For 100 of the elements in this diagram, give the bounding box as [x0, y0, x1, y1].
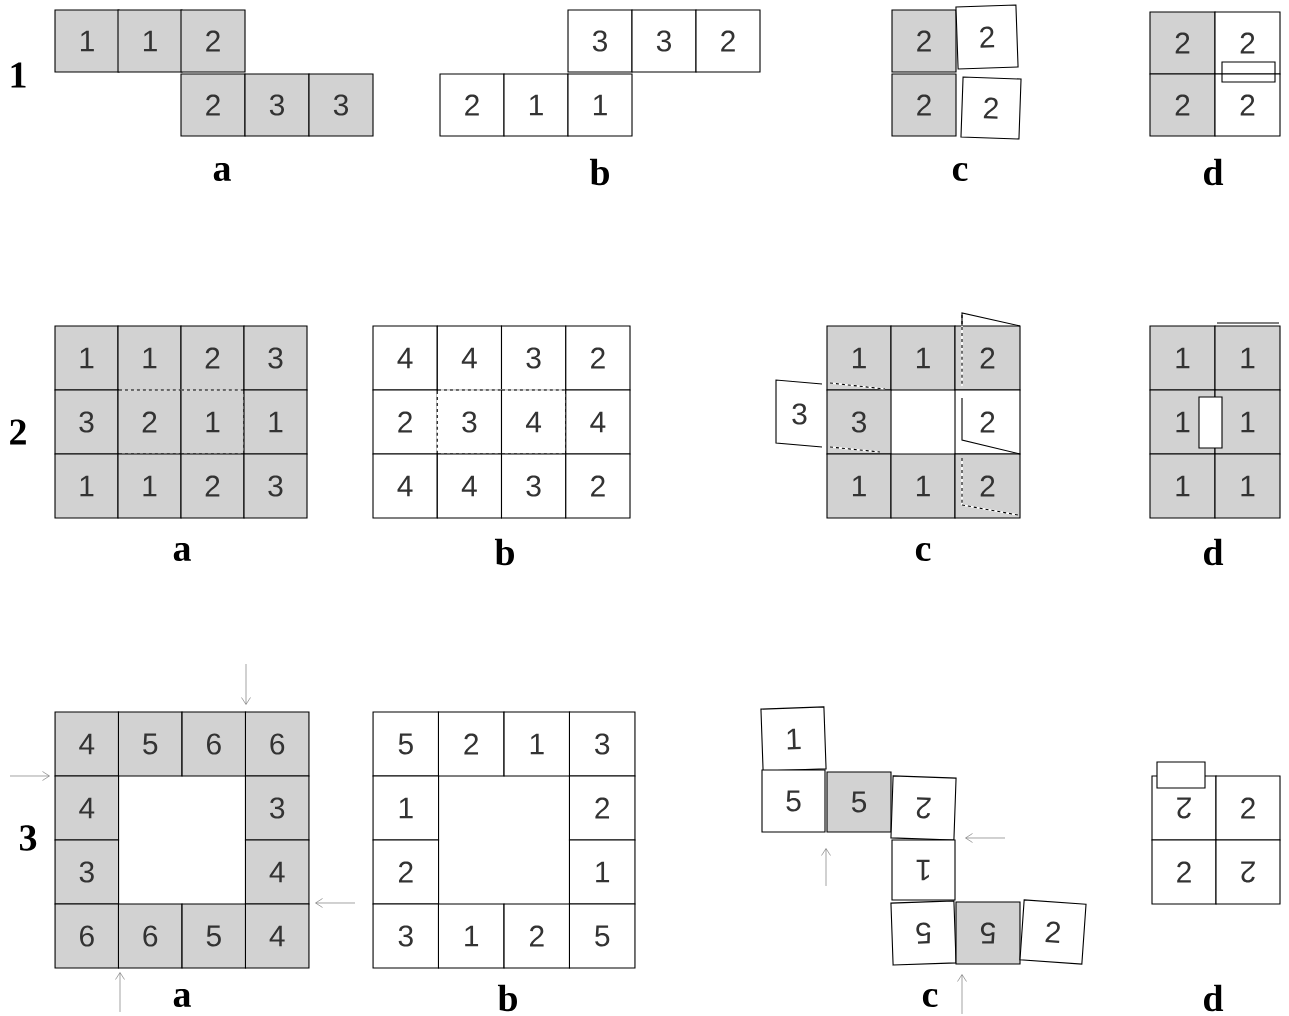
panel-letter: b — [497, 984, 517, 1012]
number-square: 2 — [503, 903, 571, 969]
number-square: 3 — [500, 325, 567, 391]
number-square: 2 — [891, 9, 957, 73]
number-square: 1 — [503, 711, 571, 777]
number-square: 2 — [1214, 11, 1281, 75]
number-square: 3 — [631, 9, 697, 73]
number-square: 4 — [565, 389, 631, 455]
number-square: 2 — [568, 775, 636, 841]
number-square: 1 — [826, 453, 892, 519]
number-square: 1 — [1214, 322, 1281, 391]
number-square: 1 — [54, 325, 119, 391]
number-square: 1 — [117, 325, 182, 391]
number-square: 3 — [243, 325, 308, 391]
number-square: 6 — [244, 711, 310, 777]
panel-letter: c — [922, 988, 938, 1008]
number-square: 3 — [244, 775, 310, 841]
number-square: 2 — [437, 711, 505, 777]
number-square: 1 — [503, 73, 569, 137]
panel-letter: b — [494, 538, 514, 566]
panel-letter: a — [213, 162, 231, 182]
panel-letter: c — [915, 542, 931, 562]
number-square: 2 — [954, 325, 1021, 391]
number-square: 1 — [243, 389, 308, 455]
panel-letter: a — [173, 542, 191, 562]
number-square: 2 — [890, 775, 957, 841]
number-square: 5 — [181, 903, 247, 969]
number-square: 2 — [117, 389, 182, 455]
number-square: 6 — [181, 711, 247, 777]
number-square: 2 — [1214, 73, 1281, 137]
number-square: 2 — [372, 389, 438, 455]
number-square: 4 — [54, 711, 120, 777]
number-square: 1 — [180, 389, 245, 455]
number-square: 2 — [372, 839, 440, 905]
row-number: 2 — [10, 419, 26, 445]
number-square: 5 — [568, 903, 636, 969]
row-number: 1 — [11, 62, 26, 88]
number-square: 3 — [568, 711, 636, 777]
number-square: 1 — [54, 453, 119, 519]
number-square: 1 — [1149, 453, 1216, 519]
number-square: 3 — [826, 389, 892, 455]
row-number: 3 — [19, 825, 37, 851]
number-square: 5 — [826, 771, 892, 833]
number-square: 1 — [760, 706, 827, 772]
number-square: 4 — [54, 775, 120, 841]
number-square: 3 — [54, 839, 120, 905]
number-square: 2 — [955, 4, 1019, 70]
panel-letter: d — [1204, 158, 1224, 186]
number-square: 2 — [180, 453, 245, 519]
number-square: 1 — [1149, 325, 1216, 391]
number-square: 4 — [244, 839, 310, 905]
number-square: 2 — [1149, 11, 1216, 75]
panel-letter: b — [589, 158, 609, 186]
number-square: 1 — [117, 9, 183, 73]
number-square: 2 — [1215, 775, 1281, 841]
number-square: 1 — [891, 839, 956, 901]
number-square: 4 — [436, 325, 503, 391]
number-square: 5 — [761, 769, 826, 833]
number-square: 1 — [890, 325, 956, 391]
number-square: 2 — [960, 76, 1022, 140]
number-square: 5 — [955, 901, 1021, 965]
number-square: 4 — [436, 453, 503, 519]
number-square: 3 — [54, 389, 119, 455]
number-square: 2 — [180, 9, 246, 73]
number-square: 4 — [500, 389, 567, 455]
number-square: 3 — [244, 73, 310, 137]
number-square: 1 — [117, 453, 182, 519]
number-square: 1 — [568, 839, 636, 905]
number-square: 6 — [117, 903, 183, 969]
number-square: 1 — [54, 9, 120, 73]
number-square: 1 — [567, 73, 633, 137]
number-square: 1 — [826, 325, 892, 391]
number-square: 3 — [436, 389, 503, 455]
number-square: 1 — [372, 775, 440, 841]
number-square: 1 — [1214, 389, 1281, 455]
number-square: 1 — [1214, 453, 1281, 519]
number-square: 3 — [500, 453, 567, 519]
number-square: 5 — [117, 711, 183, 777]
number-square: 5 — [890, 900, 957, 966]
number-square: 3 — [567, 9, 633, 73]
panel-letter: d — [1204, 538, 1224, 566]
number-square: 2 — [1215, 839, 1281, 905]
number-square: 5 — [372, 711, 440, 777]
number-square: 2 — [565, 325, 631, 391]
number-square: 2 — [1151, 839, 1217, 905]
number-square: 2 — [954, 389, 1021, 455]
panel-letter: c — [952, 162, 968, 182]
number-square: 2 — [954, 453, 1021, 519]
number-square: 2 — [565, 453, 631, 519]
number-square: 4 — [372, 325, 438, 391]
panel-letter: a — [173, 988, 191, 1008]
number-square: 6 — [54, 903, 120, 969]
number-square: 2 — [180, 73, 246, 137]
number-square: 1 — [890, 453, 956, 519]
number-square: 2 — [1149, 73, 1216, 137]
number-square: 2 — [695, 9, 761, 73]
number-square: 1 — [437, 903, 505, 969]
number-square: 4 — [372, 453, 438, 519]
number-square: 3 — [372, 903, 440, 969]
number-square: 2 — [891, 73, 957, 137]
